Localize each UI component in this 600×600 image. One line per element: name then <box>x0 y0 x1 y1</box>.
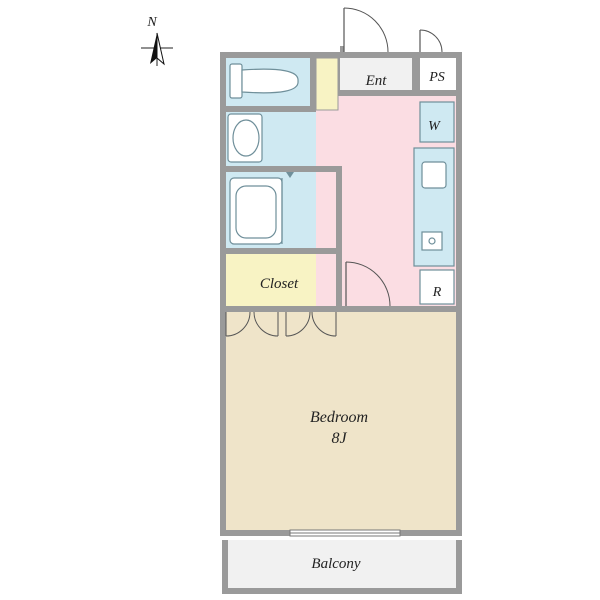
shower-icon <box>286 172 294 178</box>
refrigerator-box <box>419 269 455 305</box>
kitchen-counter <box>413 147 455 267</box>
balcony-area <box>228 540 456 588</box>
balcony-label: Balcony <box>311 556 360 572</box>
pipe-space-label: PS <box>428 70 445 85</box>
pipe-space-door <box>419 29 443 53</box>
north-compass: N <box>141 15 173 66</box>
refrigerator-label: R <box>432 285 442 300</box>
compass-letter: N <box>146 15 157 30</box>
bedroom-size: 8J <box>331 430 347 447</box>
sink-icon <box>421 161 447 189</box>
pipe-space-box <box>420 58 456 92</box>
washbasin-icon <box>227 113 263 163</box>
entrance-door <box>340 7 389 58</box>
bedroom-area <box>226 312 456 530</box>
balcony-window <box>289 529 401 537</box>
bedroom-label: Bedroom <box>310 409 368 426</box>
washer-box <box>419 101 455 143</box>
bedroom-door <box>345 261 391 307</box>
entrance-area <box>340 58 412 96</box>
toilet-icon <box>229 63 299 99</box>
entrance-label: Ent <box>365 73 388 89</box>
bathtub-icon <box>229 177 283 245</box>
closet-label: Closet <box>260 276 299 292</box>
closet-doors <box>225 311 337 337</box>
washer-label: W <box>428 119 441 134</box>
shoe-cabinet <box>315 57 339 111</box>
